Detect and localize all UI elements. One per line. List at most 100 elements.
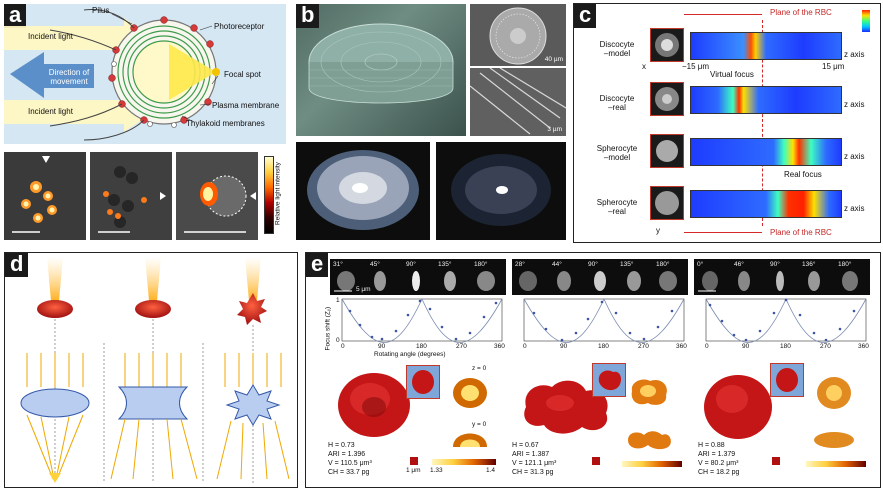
angle-3-3: 90° <box>770 261 780 268</box>
row-1-heatmap <box>690 32 842 60</box>
real-focus-label: Real focus <box>784 170 822 179</box>
cube-1 <box>410 457 418 465</box>
thylakoid-label: Thylakoid membranes <box>186 119 265 128</box>
panel-a-diagram <box>4 9 220 141</box>
plot-1-xtick-4: 360 <box>494 343 505 350</box>
plot-3-xtick-3: 270 <box>820 343 831 350</box>
plot-1-xtick-0: 0 <box>341 343 345 350</box>
cb-2 <box>622 461 682 467</box>
angle-1-5: 180° <box>474 261 488 268</box>
slice-z0-3 <box>817 377 851 409</box>
panel-b-sem-main <box>296 4 466 136</box>
inset-2 <box>592 363 626 397</box>
z-axis-label-2: z axis <box>844 100 865 109</box>
row-3-thumb <box>650 134 684 168</box>
cb-3 <box>806 461 866 467</box>
plot-3-xtick-0: 0 <box>705 343 709 350</box>
panel-c-label: c <box>574 4 597 28</box>
angle-1-4: 135° <box>438 261 452 268</box>
strip-2: 28° 44° 90° 135° 180° <box>512 259 688 295</box>
strip-1: 31° 45° 90° 135° 180° 5 μm <box>330 259 506 295</box>
cb-1 <box>432 459 496 465</box>
focal-spot-label: Focal spot <box>224 70 261 79</box>
cell-1-ARI: ARI = 1.396 <box>328 451 366 458</box>
row-4-heatmap <box>690 190 842 218</box>
incident-light-bottom-label: Incident light <box>28 107 73 116</box>
row-4-thumb <box>650 186 684 220</box>
angle-1-2: 45° <box>370 261 380 268</box>
cell-1-V: V = 110.5 μm³ <box>328 460 372 467</box>
cell-render-2 <box>524 380 608 434</box>
plane-bottom-arrow <box>684 232 762 233</box>
panel-b-label: b <box>296 4 320 28</box>
row-3-heatmap <box>690 138 842 166</box>
plot-1-ylabel: Focus shift (Zᵧ) <box>324 306 332 351</box>
cell-1-H: H = 0.73 <box>328 442 355 449</box>
pilus-label: Pilus <box>92 6 110 15</box>
panel-b: 40 µm 3 µm b <box>296 0 566 245</box>
plot-2-xtick-3: 270 <box>638 343 649 350</box>
panel-a-micrograph-2 <box>90 152 172 240</box>
cb-1-min: 1.33 <box>430 467 443 474</box>
plot-1-ytick-1: 1 <box>336 297 340 304</box>
row-label-4: Spherocyte –real <box>596 198 638 216</box>
plasma-membrane-label: Plasma membrane <box>212 101 280 110</box>
cell-2-CH: CH = 31.3 pg <box>512 469 554 476</box>
cell-2-ARI: ARI = 1.387 <box>512 451 550 458</box>
panel-b-sem-top: 40 µm <box>470 4 566 66</box>
plot-2-xtick-1: 90 <box>560 343 568 350</box>
angle-2-2: 44° <box>552 261 562 268</box>
cb-1-max: 1.4 <box>486 467 496 474</box>
plot-3 <box>705 298 867 343</box>
row-1-thumb <box>650 28 684 62</box>
photoreceptor-label: Photoreceptor <box>214 22 265 31</box>
angle-2-3: 90° <box>588 261 598 268</box>
plot-1-xtick-1: 90 <box>378 343 386 350</box>
z-axis-label-1: z axis <box>844 50 865 59</box>
plot-2-xtick-4: 360 <box>676 343 687 350</box>
cell-2-V: V = 121.1 μm³ <box>512 460 557 467</box>
inset-1 <box>406 365 440 399</box>
cell-3-ARI: ARI = 1.379 <box>698 451 736 458</box>
angle-2-4: 135° <box>620 261 634 268</box>
cell-2-H: H = 0.67 <box>512 442 539 449</box>
plot-2-xtick-2: 180 <box>598 343 609 350</box>
cell-render-1 <box>338 373 410 437</box>
z-axis-label-4: z axis <box>844 204 865 213</box>
angle-2-1: 28° <box>515 261 525 268</box>
cube-3 <box>772 457 780 465</box>
plot-3-xtick-2: 180 <box>780 343 791 350</box>
cell-3-V: V = 80.2 μm³ <box>698 460 739 467</box>
panel-c-colorbar <box>862 10 870 32</box>
scale-3um-label: 3 µm <box>547 126 562 133</box>
z0-label: z = 0 <box>472 365 487 372</box>
direction-label: Direction of movement <box>48 68 90 86</box>
plot-1-ytick-0: 0 <box>336 337 340 344</box>
panel-a-colorbar <box>264 156 274 234</box>
strip-3: 0° 46° 90° 136° 180° <box>694 259 870 295</box>
slice-y0-1 <box>453 433 487 447</box>
panel-b-lens-image-1 <box>296 142 430 240</box>
plane-top-label: Plane of the RBC <box>770 8 832 17</box>
row-label-3: Spherocyte –model <box>596 144 638 162</box>
slice-y0-2 <box>628 431 671 450</box>
incident-light-top-label: Incident light <box>28 32 73 41</box>
cell-render-3 <box>704 375 772 439</box>
cell-3-H: H = 0.88 <box>698 442 725 449</box>
y0-label: y = 0 <box>472 421 487 428</box>
cube-1-label: 1 μm <box>406 467 421 474</box>
scale-40um-label: 40 µm <box>544 56 563 63</box>
cell-1-CH: CH = 33.7 pg <box>328 469 370 476</box>
slice-y0-3 <box>814 432 854 448</box>
plane-bottom-label: Plane of the RBC <box>770 228 832 237</box>
angle-3-5: 180° <box>838 261 852 268</box>
angle-3-4: 136° <box>802 261 816 268</box>
angle-3-2: 46° <box>734 261 744 268</box>
plot-3-xtick-4: 360 <box>858 343 869 350</box>
panel-a-label: a <box>4 4 27 28</box>
inset-3 <box>770 363 804 397</box>
plot-1-xtick-3: 270 <box>456 343 467 350</box>
cell-3-CH: CH = 18.2 pg <box>698 469 740 476</box>
row-2-heatmap <box>690 86 842 114</box>
x-axis-label: x <box>642 62 646 71</box>
